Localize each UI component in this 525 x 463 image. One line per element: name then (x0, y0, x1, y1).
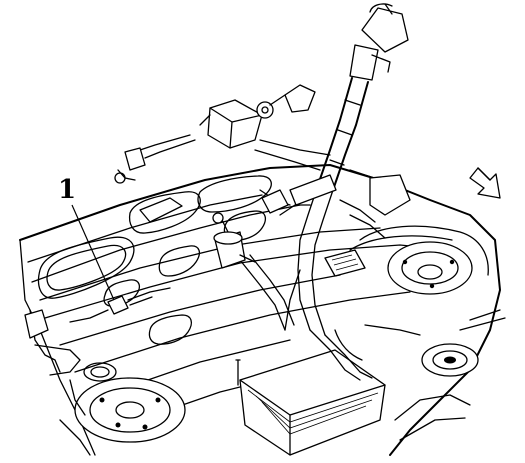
callout-label-1: 1 (58, 175, 76, 205)
fuel-filter-assembly (212, 212, 256, 269)
label-plate (324, 249, 366, 277)
center-muffler-box (235, 349, 386, 456)
fuel-lines (239, 174, 421, 381)
right-rear-spring-seat (349, 225, 506, 441)
front-direction-arrow-icon (469, 167, 501, 199)
callout-1: 1 (58, 175, 115, 301)
upper-components (114, 84, 411, 239)
connector-component (69, 287, 171, 323)
floor-recesses (37, 175, 272, 345)
fuel-filler-neck (317, 3, 409, 191)
left-rear-suspension (24, 309, 186, 456)
callout-leader-line (71, 204, 115, 301)
